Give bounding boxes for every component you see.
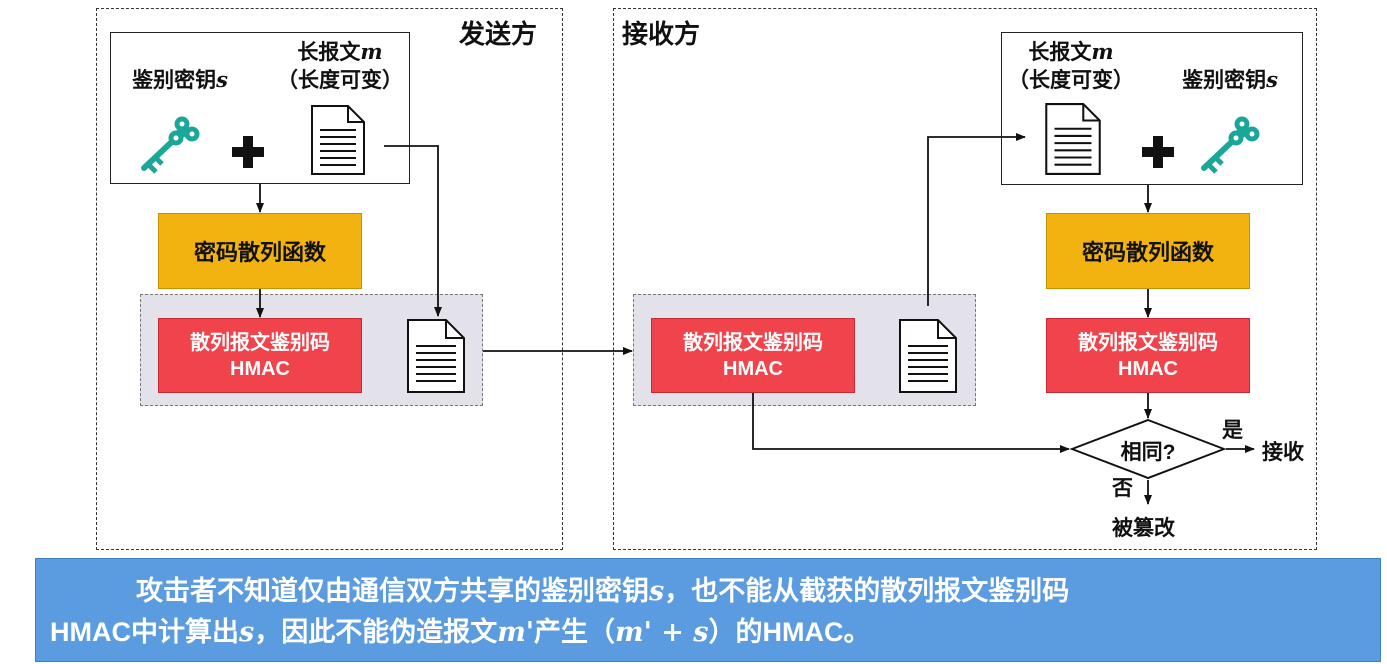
no-label: 否 <box>1112 477 1133 500</box>
explanation-caption: 攻击者不知道仅由通信双方共享的鉴别密钥s，也不能从截获的散列报文鉴别码 HMAC… <box>35 558 1381 662</box>
decision-diamond <box>1070 418 1226 480</box>
plus-icon <box>1142 136 1174 168</box>
sender-panel <box>96 8 563 550</box>
decision-label: 相同? <box>1120 441 1176 464</box>
sender-hash-function: 密码散列函数 <box>158 213 362 289</box>
receiver-key-label: 鉴别密钥s <box>1182 67 1278 92</box>
receiver-panel <box>613 8 1317 550</box>
receiver-hash-function: 密码散列函数 <box>1046 213 1250 289</box>
sender-title: 发送方 <box>459 19 538 49</box>
sender-key-label: 鉴别密钥s <box>132 67 228 92</box>
document-icon <box>407 319 465 393</box>
document-icon <box>311 105 365 175</box>
document-icon <box>899 319 957 393</box>
sender-hmac: 散列报文鉴别码 HMAC <box>158 318 362 393</box>
receiver-received-hmac: 散列报文鉴别码 HMAC <box>651 318 855 393</box>
caption-line-2: HMAC中计算出s，因此不能伪造报文m'产生（m' + s）的HMAC。 <box>50 617 871 648</box>
accept-label: 接收 <box>1262 441 1304 464</box>
yes-label: 是 <box>1222 419 1243 442</box>
sender-message-label: 长报文m （长度可变） <box>277 39 403 92</box>
receiver-computed-hmac: 散列报文鉴别码 HMAC <box>1046 318 1250 393</box>
plus-icon <box>232 136 264 168</box>
receiver-message-label: 长报文m （长度可变） <box>1008 39 1134 92</box>
receiver-title: 接收方 <box>622 19 701 49</box>
caption-line-1: 攻击者不知道仅由通信双方共享的鉴别密钥s，也不能从截获的散列报文鉴别码 <box>136 576 1070 607</box>
key-icon <box>1201 116 1260 174</box>
tampered-label: 被篡改 <box>1112 517 1175 540</box>
document-icon <box>1045 103 1101 175</box>
key-icon <box>141 116 200 174</box>
